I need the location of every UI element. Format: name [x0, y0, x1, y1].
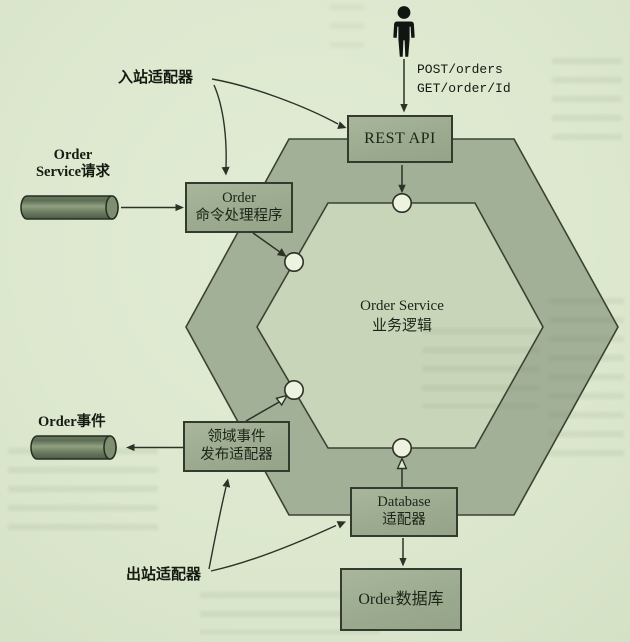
outbound-adapter-annotation: 出站适配器 [126, 566, 202, 583]
database-adapter-label-line1: Database [377, 494, 431, 511]
domain-event-publisher-box: 领域事件 发布适配器 [183, 421, 290, 472]
order-database-label: Order数据库 [358, 590, 444, 608]
database-adapter-label-line2: 适配器 [382, 512, 426, 528]
bleed-smudge [422, 328, 540, 408]
command-handler-label-line1: Order [222, 189, 256, 206]
order-database-box: Order数据库 [340, 568, 462, 631]
bleed-smudge [330, 4, 364, 52]
api-endpoint-get: GET/order/Id [417, 81, 511, 96]
event-publisher-label-line1: 领域事件 [207, 428, 266, 445]
rest-api-box: REST API [347, 115, 453, 163]
api-endpoint-post: POST/orders [417, 62, 503, 77]
bleed-smudge [552, 58, 622, 142]
inbound-adapter-annotation: 入站适配器 [118, 69, 194, 86]
event-publisher-label-line2: 发布适配器 [200, 446, 273, 463]
database-adapter-box: Database 适配器 [350, 487, 458, 537]
core-label-line2: 业务逻辑 [371, 318, 432, 335]
inner-hexagon [256, 202, 544, 449]
order-service-request-line1: Order [53, 147, 93, 163]
bleed-smudge [548, 298, 624, 468]
rest-api-label: REST API [364, 130, 436, 148]
order-service-request-label: Order Service请求 [14, 147, 132, 182]
api-endpoints-label: POST/orders GET/order/Id [417, 60, 511, 98]
order-service-request-line2: Service请求 [35, 164, 111, 181]
core-label-line1: Order Service [360, 298, 444, 314]
business-logic-core-label: Order Service 业务逻辑 [322, 296, 482, 337]
command-handler-label-line2: 命令处理程序 [195, 207, 283, 224]
order-command-handler-box: Order 命令处理程序 [185, 182, 293, 233]
order-event-label: Order事件 [38, 414, 106, 430]
bleed-smudge [8, 448, 158, 540]
